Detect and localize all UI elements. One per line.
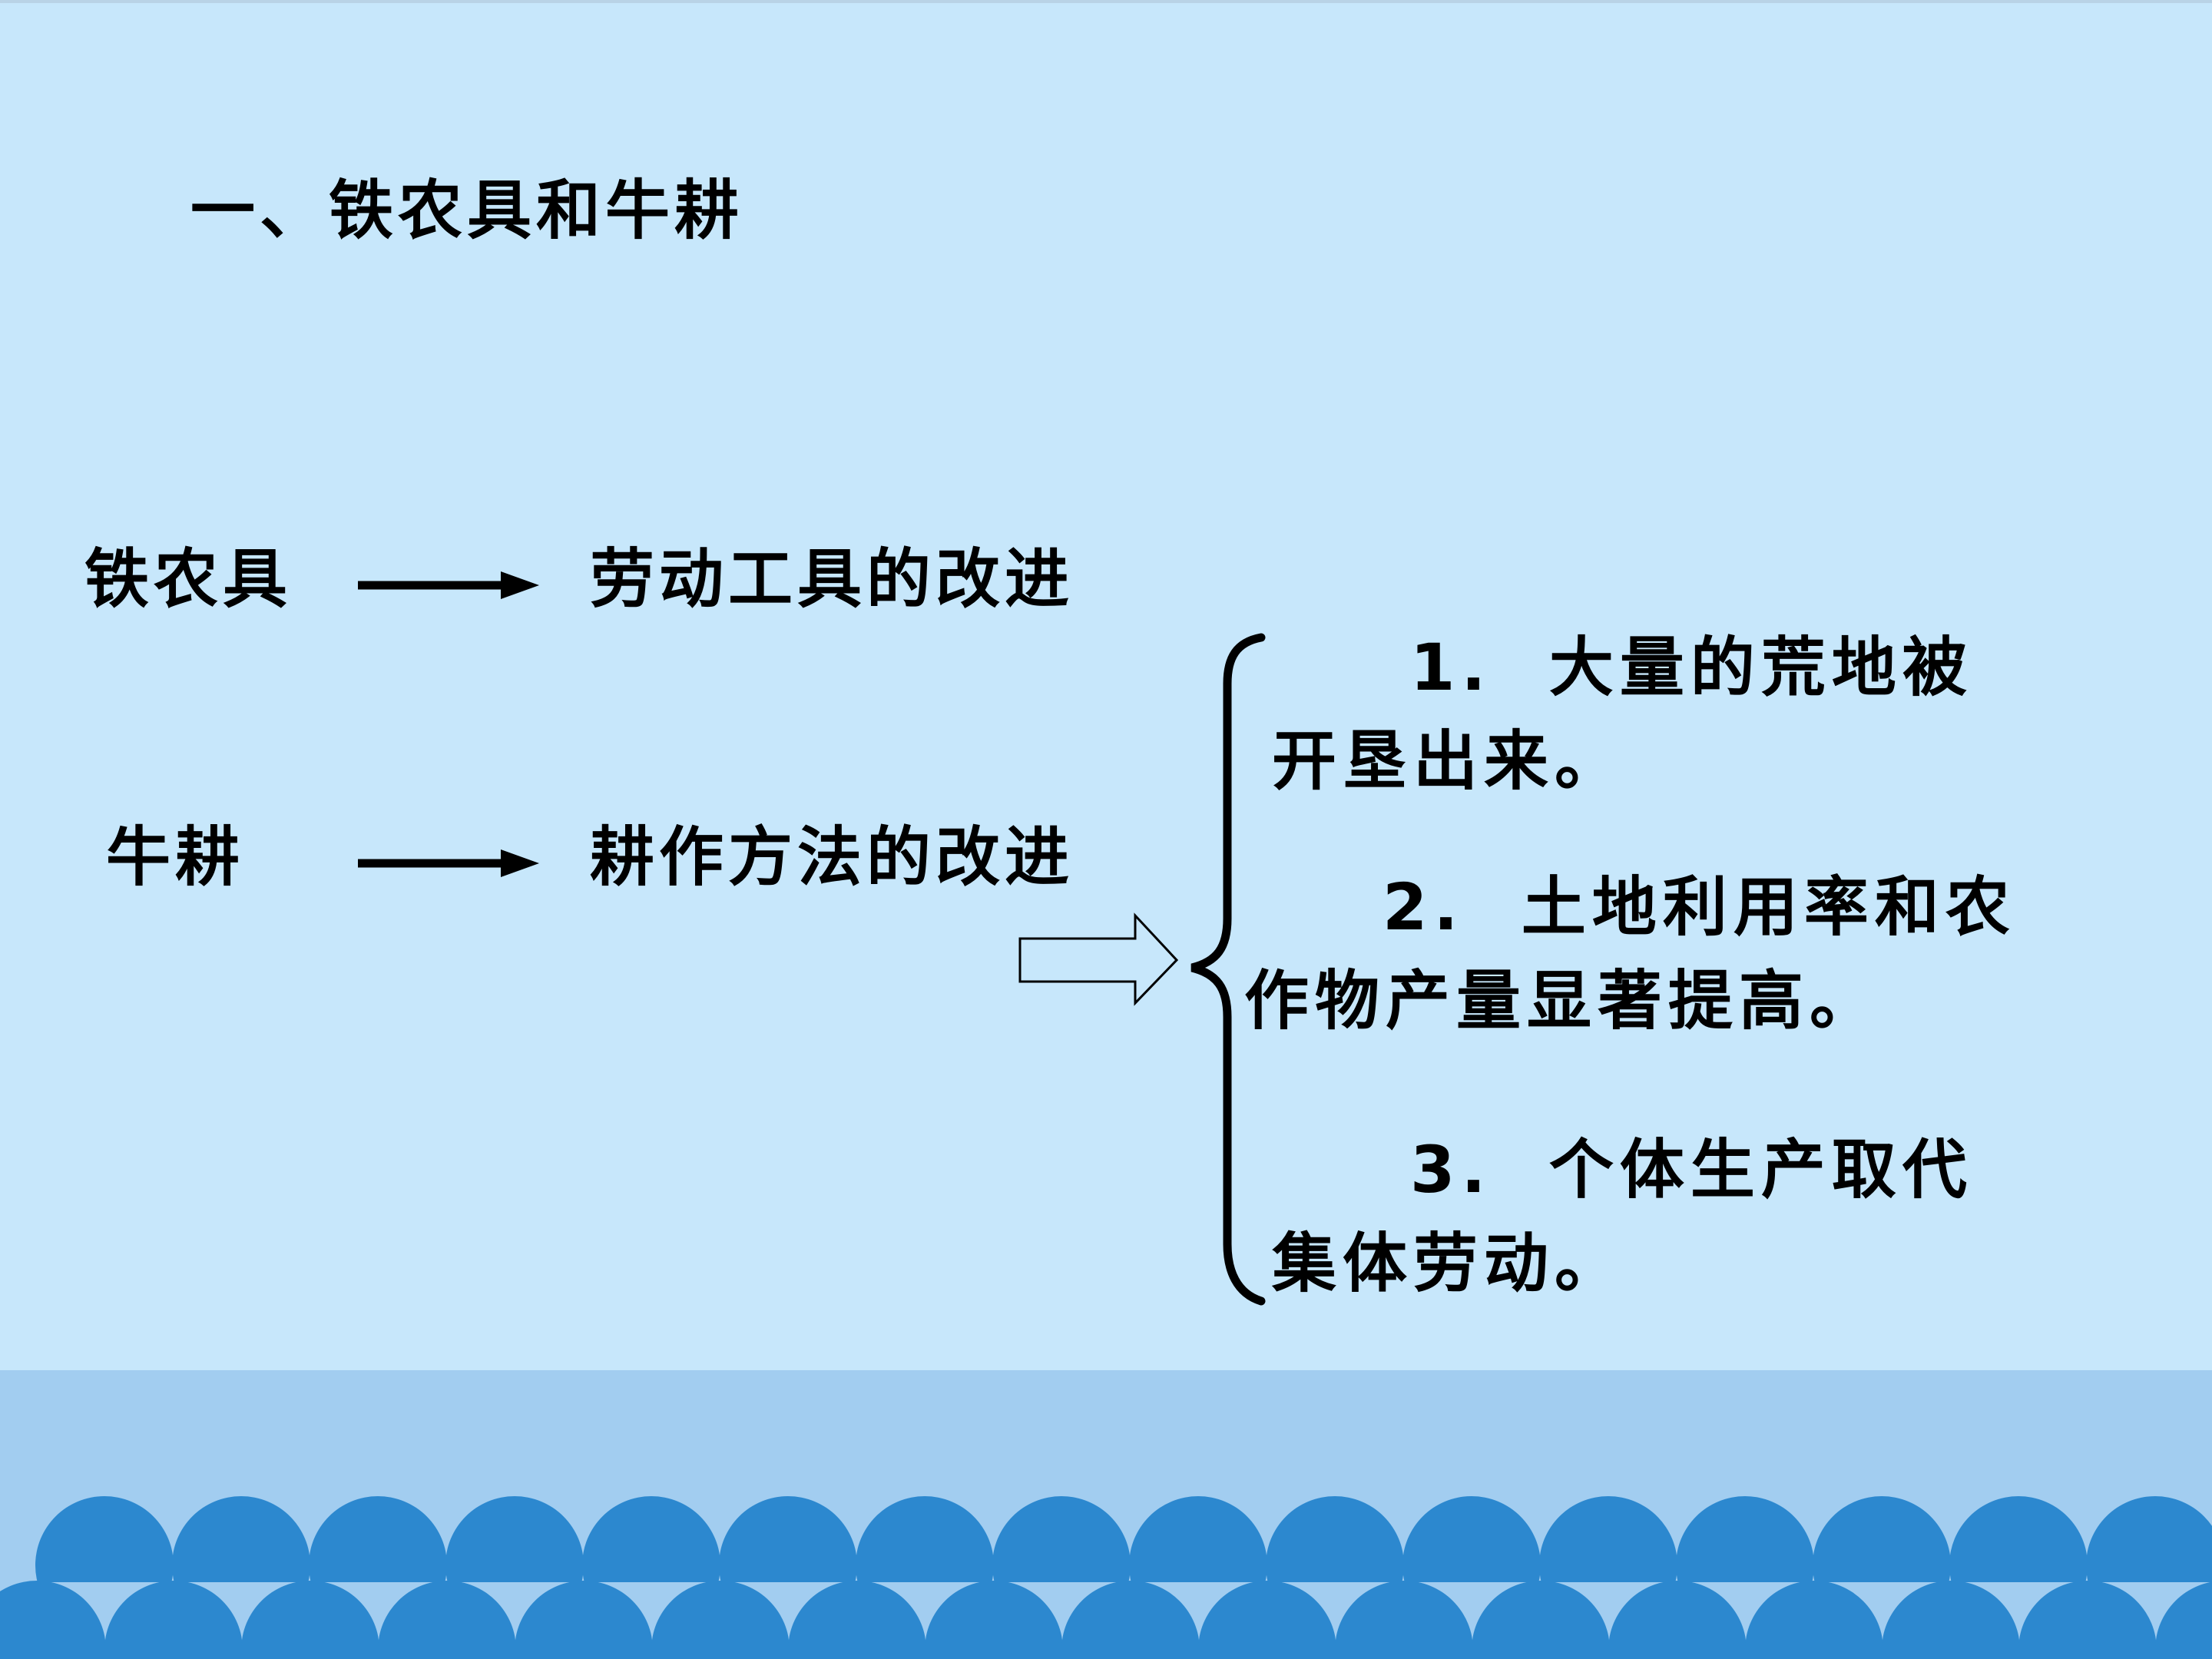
- outcome-3: 3. 个体生产取代 集体劳动。: [1272, 1123, 2101, 1310]
- wave-scallop: [104, 1581, 243, 1659]
- iron-tools-result: 劳动工具的改进: [590, 541, 1075, 617]
- wave-scallop: [515, 1581, 653, 1659]
- wave-decoration: [0, 1496, 2212, 1659]
- outcome-number: 3.: [1410, 1132, 1492, 1207]
- outcome-number: 2.: [1382, 869, 1465, 945]
- wave-scallop: [378, 1581, 516, 1659]
- iron-tools-label: 铁农具: [84, 541, 293, 617]
- wave-scallop: [1061, 1581, 1200, 1659]
- outcome-2: 2. 土地利用率和农 作物产量显著提高。: [1244, 860, 2074, 1048]
- wave-scallop: [1335, 1581, 1473, 1659]
- outcome-line1: 大量的荒地被: [1548, 629, 1973, 705]
- outcome-line2: 开垦出来。: [1272, 723, 1626, 799]
- wave-scallop: [0, 1581, 106, 1659]
- wave-scallop: [2155, 1581, 2212, 1659]
- wave-scallop: [1745, 1581, 1883, 1659]
- wave-scallop: [241, 1581, 379, 1659]
- outcome-1: 1. 大量的荒地被 开垦出来。: [1272, 621, 2101, 808]
- ox-plowing-label: 牛耕: [106, 819, 245, 895]
- arrow-right-icon: [358, 849, 539, 877]
- hollow-arrow-icon: [1018, 912, 1179, 1006]
- wave-scallop: [651, 1581, 790, 1659]
- wave-scallop: [925, 1581, 1063, 1659]
- outcome-line2: 集体劳动。: [1272, 1225, 1626, 1301]
- outcome-line1: 土地利用率和农: [1521, 869, 2016, 945]
- ox-plowing-result: 耕作方法的改进: [590, 819, 1075, 895]
- wave-scallop: [788, 1581, 926, 1659]
- wave-scallop: [1882, 1581, 2020, 1659]
- wave-scallop: [2018, 1581, 2157, 1659]
- arrow-right-icon: [358, 571, 539, 599]
- wave-scallop: [1198, 1581, 1336, 1659]
- wave-scallop: [1608, 1581, 1747, 1659]
- slide-title: 一、铁农具和牛耕: [190, 172, 744, 248]
- curly-brace-icon: [1190, 633, 1266, 1306]
- top-border: [0, 0, 2212, 3]
- outcome-line2: 作物产量显著提高。: [1244, 962, 1881, 1038]
- outcome-line1: 个体生产取代: [1548, 1131, 1973, 1207]
- wave-scallop: [1472, 1581, 1610, 1659]
- outcome-number: 1.: [1410, 630, 1492, 705]
